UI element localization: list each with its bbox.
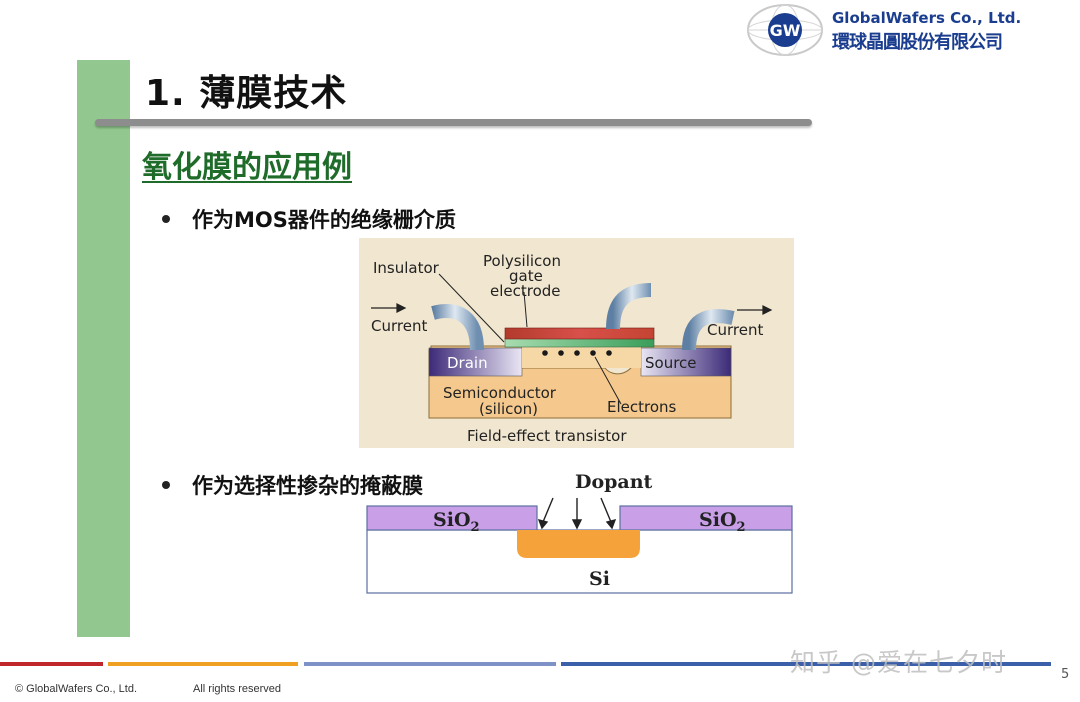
fet-diagram: Insulator Polysilicon gate electrode Cur…: [359, 238, 794, 448]
page-number: 5: [1061, 667, 1070, 682]
footer-line-blue: [561, 662, 1051, 666]
gate-electrode: [504, 327, 655, 340]
insulator-layer: [504, 337, 655, 348]
doped-region: [517, 530, 640, 558]
gate-label-line2: gate: [509, 267, 543, 285]
bullet-text-1: 作为MOS器件的绝缘栅介质: [192, 208, 456, 232]
gate-label-line1: Polysilicon: [483, 252, 561, 270]
gate-label-line3: electrode: [490, 282, 561, 300]
current-left-label: Current: [371, 317, 427, 335]
drain-region: [428, 347, 523, 377]
insulator-label: Insulator: [373, 259, 440, 277]
dopant-diagram-svg: Dopant SiO2 SiO2 Si: [366, 471, 793, 594]
drain-contact-pipe: [431, 304, 484, 351]
dopant-mask-diagram: Dopant SiO2 SiO2 Si: [365, 468, 795, 596]
semiconductor-label-line1: Semiconductor: [443, 384, 557, 402]
bullet-item-1: 作为MOS器件的绝缘栅介质: [162, 204, 456, 234]
oxide-right-label: SiO2: [699, 509, 746, 535]
footer-line-red: [0, 662, 103, 666]
label-leaders: [438, 273, 622, 405]
current-arrows: [371, 303, 773, 315]
gate-contact-pipe: [606, 283, 652, 330]
source-region: [640, 347, 732, 377]
logo-mark: GW: [770, 21, 801, 40]
dopant-label: Dopant: [575, 471, 653, 493]
oxide-right: [619, 505, 793, 531]
footer-line-orange: [108, 662, 298, 666]
electron-dots: [542, 350, 612, 356]
slide-title: 1. 薄膜技术: [145, 73, 348, 114]
title-divider: [95, 119, 812, 126]
substrate-label: Si: [589, 568, 610, 590]
watermark: 知乎 @爱在七夕时: [790, 648, 1007, 677]
source-contact-pipe: [682, 309, 735, 351]
channel: [522, 346, 641, 368]
oxide-left: [366, 505, 538, 531]
footer-line-lightblue: [304, 662, 556, 666]
bullet-text-2: 作为选择性掺杂的掩蔽膜: [192, 474, 423, 498]
footer-copyright: © GlobalWafers Co., Ltd.: [15, 683, 138, 695]
company-logo: GW: [745, 2, 1025, 58]
fet-caption: Field-effect transistor: [467, 427, 627, 445]
section-heading: 氧化膜的应用例: [142, 150, 352, 185]
semiconductor-label-line2: (silicon): [479, 400, 538, 418]
bullet-dot-icon: [162, 481, 170, 489]
accent-bar: [77, 60, 130, 637]
fet-diagram-svg: Insulator Polysilicon gate electrode Cur…: [371, 252, 773, 445]
bullet-item-2: 作为选择性掺杂的掩蔽膜: [162, 470, 423, 500]
bullet-dot-icon: [162, 215, 170, 223]
current-right-label: Current: [707, 321, 763, 339]
oxide-left-label: SiO2: [433, 509, 480, 535]
globe-logo-icon: GW: [747, 4, 823, 56]
footer-rights: All rights reserved: [193, 683, 282, 695]
drain-label: Drain: [447, 354, 488, 372]
source-label: Source: [645, 354, 697, 372]
electrons-label: Electrons: [607, 398, 677, 416]
company-name-zh: 環球晶圓股份有限公司: [832, 32, 1003, 53]
company-name-en: GlobalWafers Co., Ltd.: [832, 9, 1022, 27]
dopant-arrows: [537, 497, 617, 530]
